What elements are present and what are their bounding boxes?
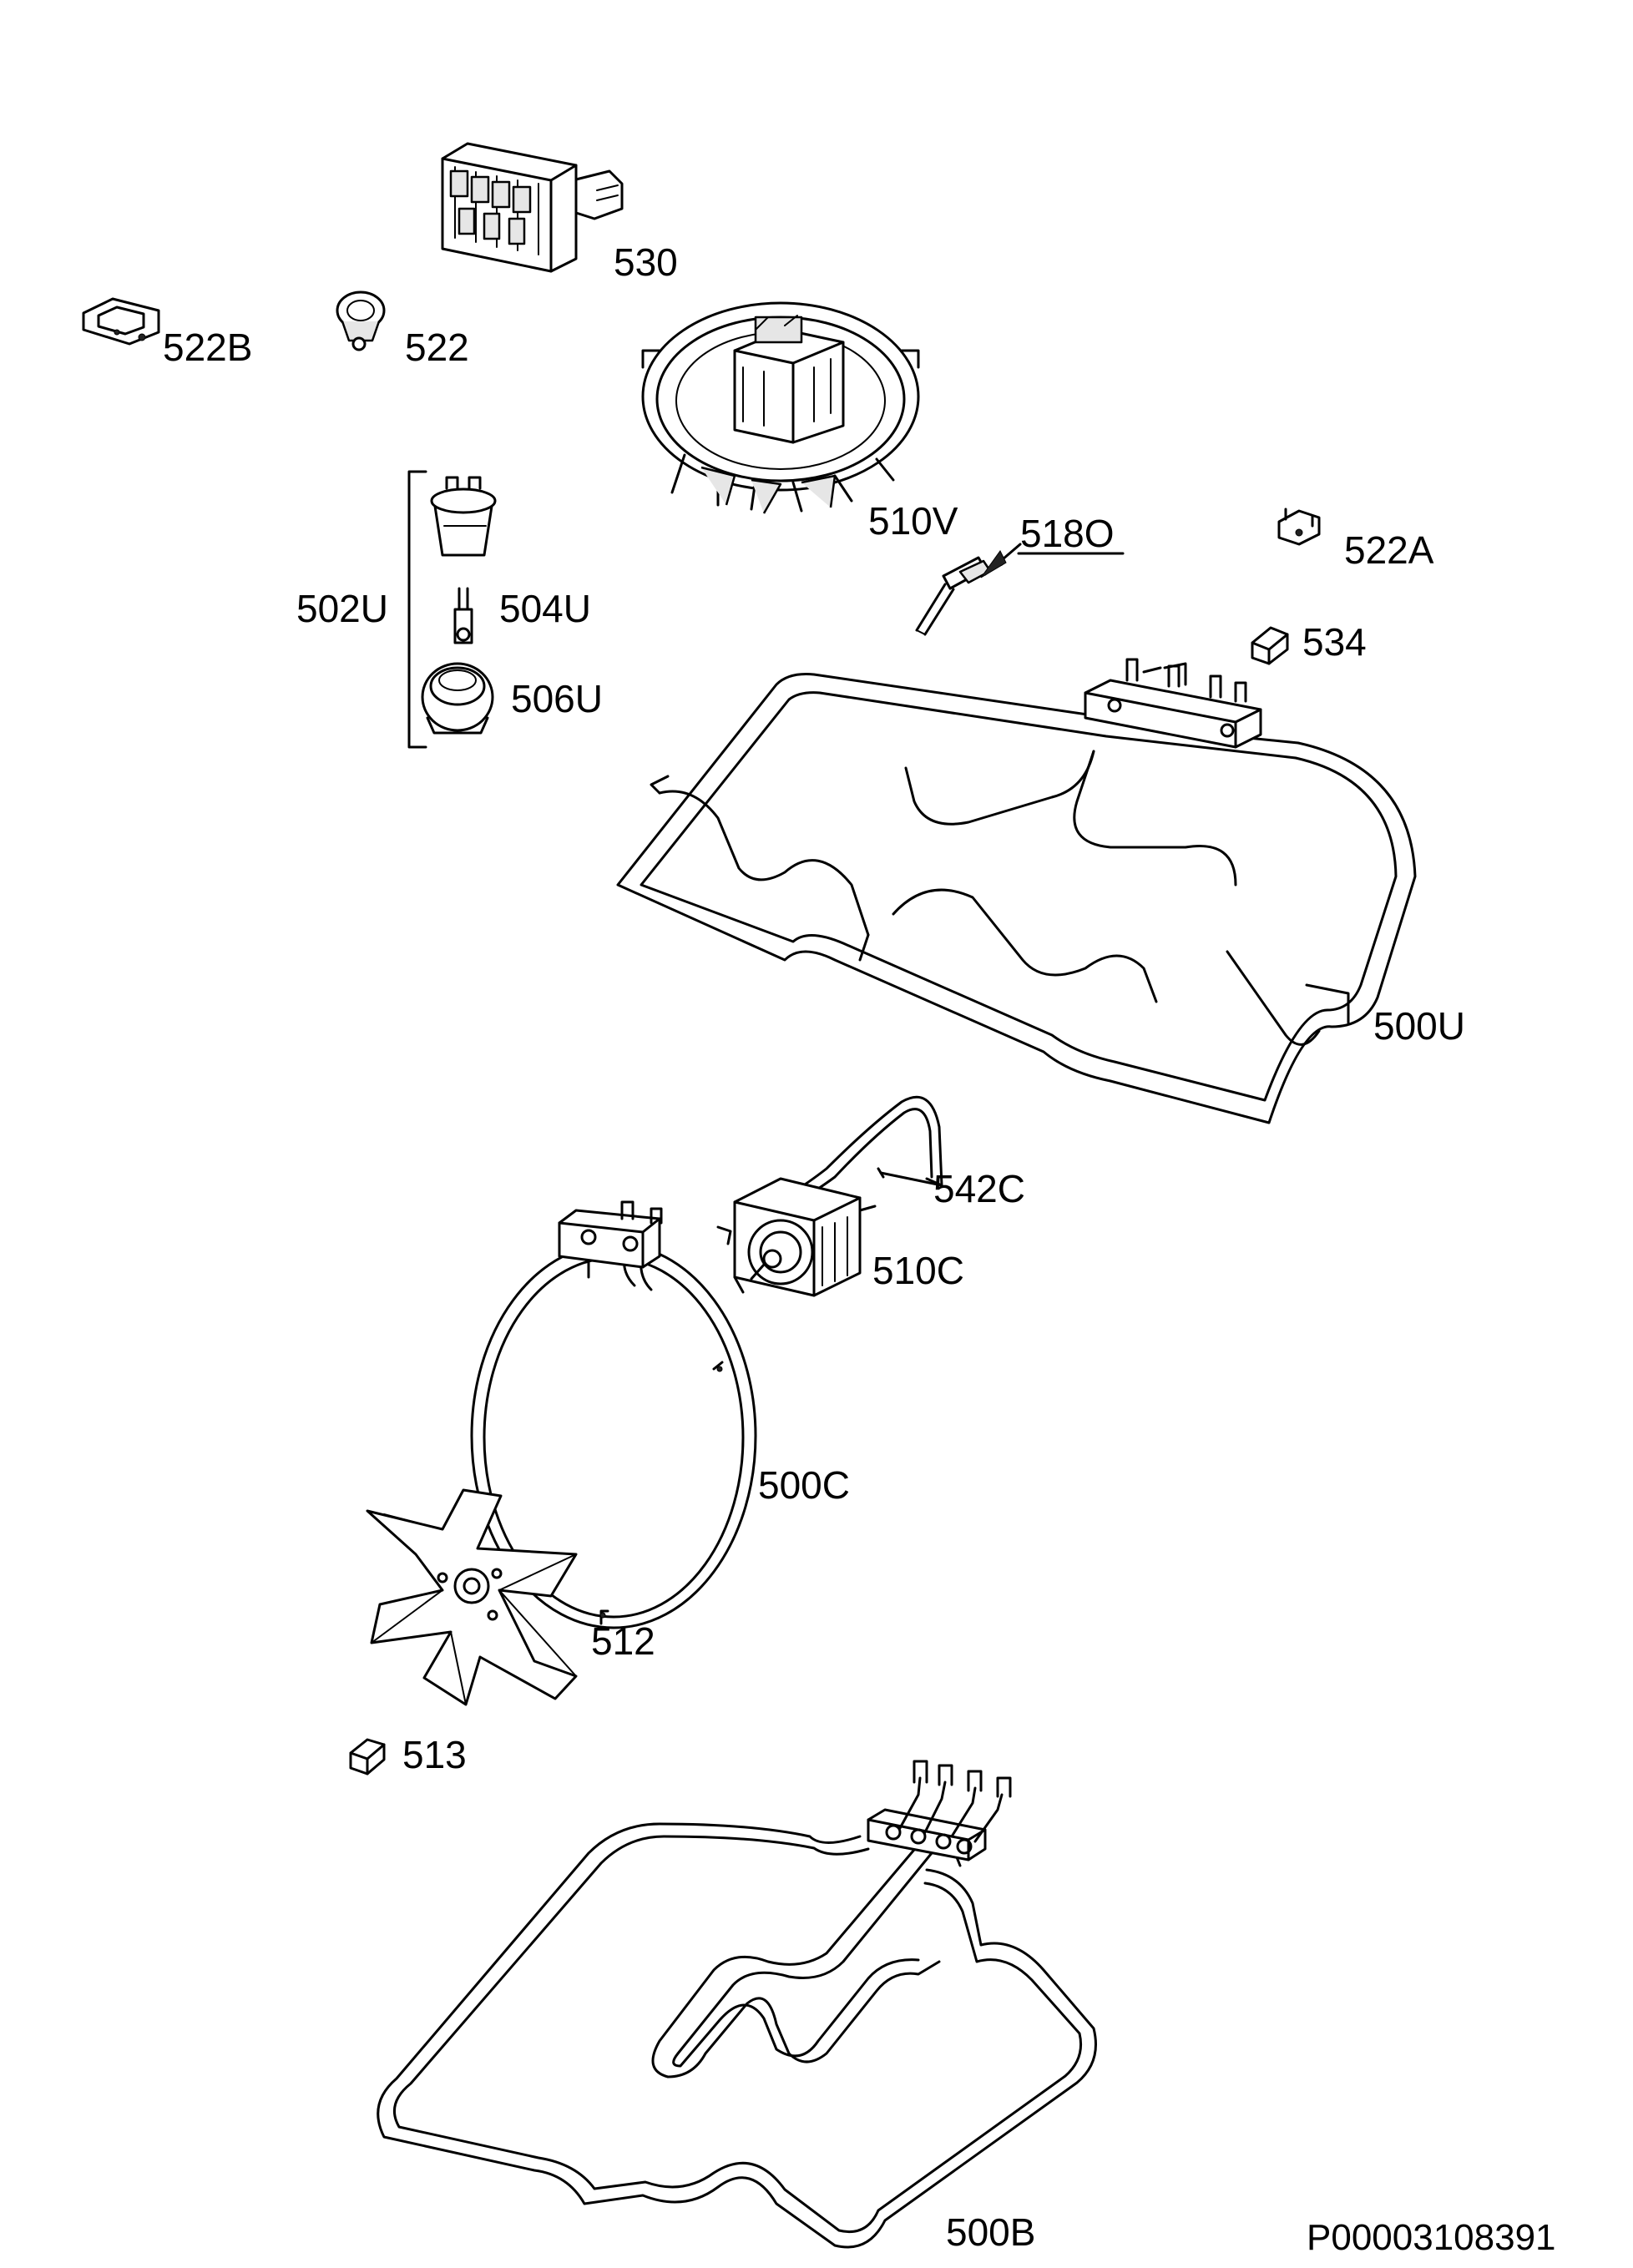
part-534-cap: [1251, 626, 1289, 665]
label-534: 534: [1302, 620, 1367, 664]
part-522-clip: [336, 290, 386, 351]
label-513: 513: [402, 1733, 467, 1776]
part-512-fan-blade: [366, 1488, 578, 1706]
part-500B-bottom-element: [377, 1760, 1097, 2249]
part-504U-bulb: [453, 587, 473, 644]
arrow-518O: [980, 550, 1007, 578]
label-506U: 506U: [511, 677, 603, 720]
document-id: P00003108391: [1307, 2217, 1556, 2258]
label-522B: 522B: [163, 326, 252, 369]
part-500U-grill-element: [616, 658, 1417, 1124]
part-510C-convection-motor: [716, 1177, 877, 1297]
part-513-nut: [349, 1738, 386, 1776]
label-522A: 522A: [1344, 528, 1434, 572]
part-lamp-holder: [430, 476, 497, 557]
label-522: 522: [405, 326, 469, 369]
label-512: 512: [591, 1619, 655, 1663]
label-518O: 518O: [1020, 512, 1115, 555]
part-522A-bracket: [1277, 508, 1321, 546]
label-500C: 500C: [758, 1463, 850, 1507]
part-510V-fan-motor: [641, 301, 920, 514]
label-504U: 504U: [499, 587, 591, 630]
part-522B-bracket: [82, 297, 160, 346]
bracket-502U: [407, 470, 427, 749]
label-542C: 542C: [933, 1167, 1025, 1210]
part-500C-circular-element: [470, 1200, 757, 1629]
label-510C: 510C: [872, 1249, 964, 1292]
label-510V: 510V: [868, 499, 958, 543]
label-500B: 500B: [946, 2210, 1035, 2254]
label-502U: 502U: [296, 587, 388, 630]
part-506U-lamp-cover: [421, 662, 494, 735]
label-530: 530: [614, 240, 678, 284]
part-530-terminal-block: [441, 142, 624, 273]
label-500U: 500U: [1373, 1004, 1465, 1048]
